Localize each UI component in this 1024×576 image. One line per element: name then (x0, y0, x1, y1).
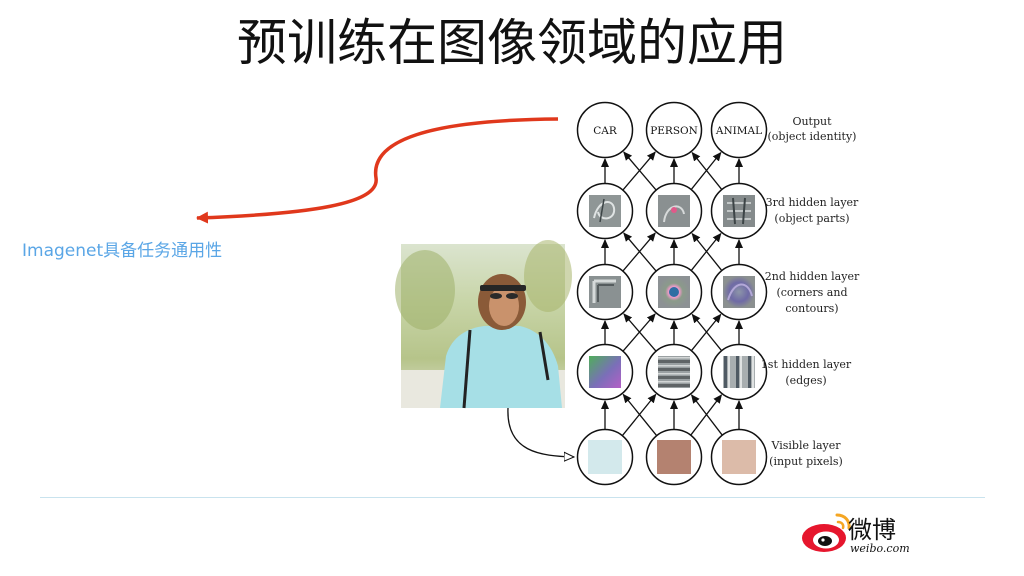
label-hidden3-line1: 3rd hidden layer (766, 196, 859, 209)
visible-pixel-3 (722, 440, 756, 474)
edge-hidden1-3-to-hidden2-2 (691, 313, 722, 351)
hidden2-layer-nodes (576, 263, 768, 321)
object-part-feature-3 (723, 195, 755, 227)
label-output-line2: (object identity) (768, 130, 857, 143)
contour-feature-curve (723, 276, 755, 308)
weibo-logo-domain: weibo.com (850, 542, 910, 555)
label-hidden2-line1: 2nd hidden layer (765, 270, 860, 283)
footer-divider (40, 497, 985, 498)
edge-feature-vertical (723, 356, 755, 388)
output-node-person (645, 101, 703, 159)
red-curved-arrow (196, 117, 559, 224)
hidden3-layer-nodes (576, 182, 768, 240)
label-hidden1-line1: 1st hidden layer (761, 358, 852, 371)
output-node-car (576, 101, 634, 159)
output-label-person: PERSON (650, 125, 698, 137)
label-output-line1: Output (792, 115, 832, 128)
layer-labels: Output (object identity) 3rd hidden laye… (761, 115, 860, 468)
visible-layer-nodes (576, 428, 768, 486)
output-label-car: CAR (593, 125, 618, 137)
label-hidden2-line3: contours) (785, 302, 838, 315)
edge-hidden3-3-to-output-2 (691, 151, 723, 190)
object-part-feature-2 (658, 195, 690, 227)
input-photo (395, 240, 572, 409)
edge-hidden1-2-to-hidden2-1 (623, 313, 657, 352)
visible-pixel-2 (657, 440, 691, 474)
label-hidden3-line2: (object parts) (774, 212, 849, 225)
edge-feature-horizontal (658, 356, 690, 388)
edge-hidden2-2-to-hidden3-1 (623, 232, 657, 272)
contour-feature-spot (658, 276, 690, 308)
slide-title: 预训练在图像领域的应用 (237, 14, 787, 72)
corner-feature (589, 276, 621, 308)
edge-feature-diagonal (589, 356, 621, 388)
object-part-feature-1 (589, 195, 621, 227)
weibo-eye-icon (802, 513, 851, 552)
edge-visible-3-to-hidden1-2 (690, 394, 723, 436)
output-layer-nodes: CAR PERSON ANIMAL (576, 101, 768, 159)
label-hidden2-line2: (corners and (776, 286, 847, 299)
edge-hidden2-3-to-hidden3-2 (691, 232, 723, 271)
imagenet-annotation: Imagenet具备任务通用性 (22, 241, 223, 261)
label-visible-line2: (input pixels) (769, 455, 843, 468)
hidden1-layer-nodes (576, 343, 768, 401)
weibo-logo-name: 微博 (848, 516, 896, 544)
weibo-logo: 微博 weibo.com (802, 513, 910, 555)
photo-to-visible-arrow (507, 407, 574, 457)
edge-hidden3-2-to-output-1 (623, 151, 657, 191)
visible-pixel-1 (588, 440, 622, 474)
output-node-animal (710, 101, 768, 159)
output-label-animal: ANIMAL (715, 125, 762, 137)
edge-visible-2-to-hidden1-1 (622, 393, 657, 436)
label-hidden1-line2: (edges) (785, 374, 826, 387)
label-visible-line1: Visible layer (770, 439, 841, 452)
network-connections (601, 151, 743, 436)
